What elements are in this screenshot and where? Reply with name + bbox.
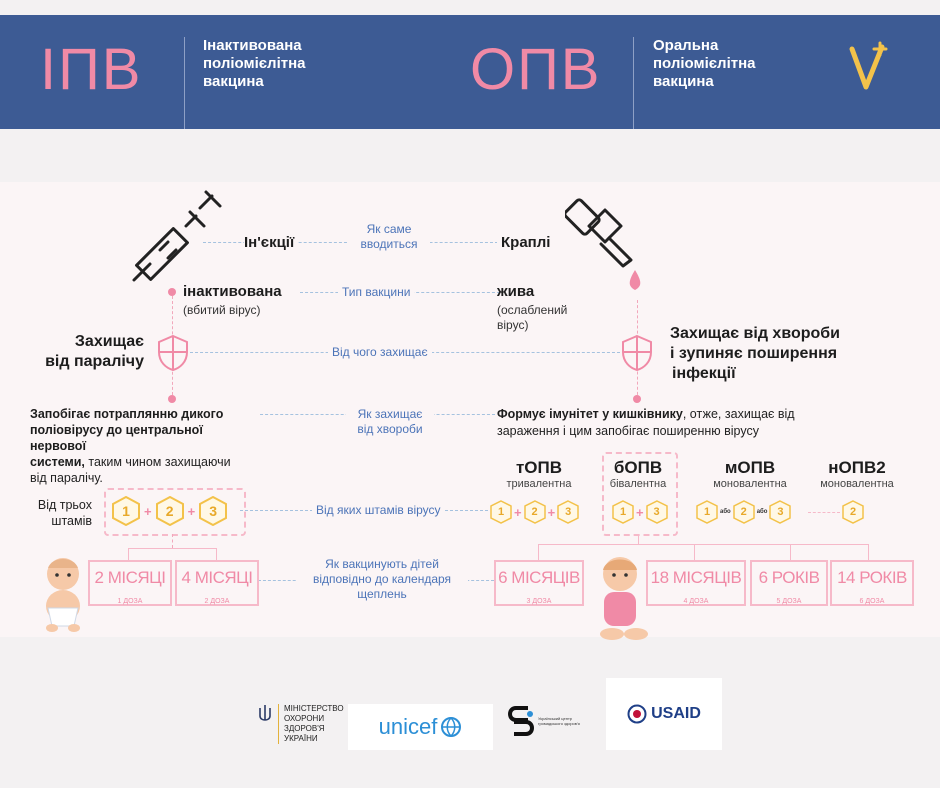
bopv-strains: 1 + 3	[612, 500, 668, 524]
cph-logo: Український центр громадського здоров'я	[508, 704, 588, 738]
header-divider	[184, 37, 185, 129]
strain-1-badge: 1	[696, 500, 718, 524]
usaid-logo: USAID	[606, 678, 722, 750]
plus-sign: +	[547, 504, 556, 520]
ipv-dose-1-label: 1 ДОЗА	[117, 598, 143, 605]
opv-tree-leg	[868, 544, 869, 560]
nopv2-title: нОПВ2 моновалентна	[820, 458, 894, 490]
strain-1-badge: 1	[112, 496, 140, 526]
cph-text: Український центр громадського здоров'я	[538, 716, 580, 726]
ipv-dose-2-label: 2 ДОЗА	[204, 598, 230, 605]
trident-icon	[259, 705, 271, 721]
ipv-how-dot	[168, 395, 176, 403]
opv-abbreviation: ОПВ	[470, 37, 602, 102]
usaid-seal-icon	[627, 704, 647, 724]
opv-how-dot	[633, 395, 641, 403]
topv-strains: 1 + 2 + 3	[490, 500, 579, 524]
opv-type: жива	[497, 283, 535, 300]
strain-2-badge: 2	[732, 500, 755, 524]
strain-3-badge: 3	[769, 500, 792, 524]
ipv-abbreviation: ІПВ	[40, 37, 143, 102]
ipv-type-sub: (вбитий вірус)	[183, 303, 261, 317]
ipv-tree-branch	[128, 548, 216, 549]
strain-2-badge: 2	[842, 500, 864, 524]
strain-3-badge: 3	[199, 496, 228, 526]
opv-tree-leg	[694, 544, 695, 560]
protects-row-label: Від чого захищає	[328, 345, 432, 360]
opv-admin-method: Краплі	[497, 234, 551, 251]
or-label: або	[756, 509, 768, 515]
ipv-dose-box-2: 4 МІСЯЦІ	[175, 560, 259, 606]
ipv-dose-box-1: 2 МІСЯЦІ	[88, 560, 172, 606]
strains-row-label: Від яких штамів вірусу	[312, 503, 445, 518]
type-row-label: Тип вакцини	[338, 285, 415, 300]
opv-how: Формує імунітет у кишківнику, отже, захи…	[497, 406, 795, 440]
mopv-strains: 1 або 2 або 3	[696, 500, 792, 524]
brand-logo-icon	[849, 41, 888, 90]
bopv-group	[602, 452, 678, 536]
ipv-type: інактивована	[183, 283, 282, 300]
opv-dose-box-5: 6 РОКІВ	[750, 560, 828, 606]
ipv-type-dot	[168, 288, 176, 296]
strain-3-badge: 3	[645, 500, 668, 524]
opv-dose-5-label: 5 ДОЗА	[776, 598, 802, 605]
strain-2-badge: 2	[155, 496, 184, 526]
dropper-icon	[565, 198, 641, 290]
toddler-illustration-icon	[600, 557, 648, 640]
cph-mark-icon	[508, 706, 534, 736]
ipv-tree-leg	[128, 548, 129, 560]
strain-3-badge: 3	[557, 500, 579, 524]
nopv2-strains: 2	[842, 500, 864, 524]
syringe-icon	[132, 190, 222, 282]
opv-dose-box-6: 14 РОКІВ	[830, 560, 914, 606]
bopv-title: бОПВ бівалентна	[609, 458, 667, 490]
opv-dose-box-4: 18 МІСЯЦІВ	[646, 560, 746, 606]
ipv-how: Запобігає потраплянню дикого поліовірусу…	[30, 406, 260, 486]
plus-sign: +	[636, 504, 644, 520]
opv-protects: Захищає від хвороби і зупиняє поширення …	[670, 325, 840, 382]
strain-1-badge: 1	[490, 500, 512, 524]
ipv-shield-icon	[158, 334, 188, 372]
plus-sign: +	[144, 503, 152, 519]
header-divider-2	[633, 37, 634, 129]
opv-tree-leg	[790, 544, 791, 560]
ipv-strain-numbers: 1 + 2 + 3	[112, 496, 228, 526]
opv-dose-4-label: 4 ДОЗА	[683, 598, 709, 605]
unicef-wordmark: unicef	[378, 714, 438, 739]
ipv-admin-method: Ін'єкції	[244, 234, 299, 251]
mopv-title: мОПВ моновалентна	[713, 458, 787, 490]
usaid-wordmark: USAID	[651, 705, 701, 722]
plus-sign: +	[514, 504, 522, 520]
ipv-tree-leg	[216, 548, 217, 560]
opv-dose-box-3: 6 МІСЯЦІВ	[494, 560, 584, 606]
or-label: або	[720, 509, 731, 515]
opv-tree-branch	[538, 544, 868, 545]
plus-sign: +	[187, 503, 196, 519]
opv-tree-stem	[638, 534, 639, 544]
ipv-strains-group	[104, 488, 246, 536]
nopv-connector	[808, 512, 840, 513]
unicef-globe-icon	[441, 717, 462, 738]
strain-2-badge: 2	[523, 500, 546, 524]
topv-title: тОПВ тривалентна	[506, 458, 572, 490]
unicef-logo: unicef	[348, 704, 493, 750]
opv-shield-icon	[622, 334, 652, 372]
strain-1-badge: 1	[612, 500, 634, 524]
opv-tree-leg	[538, 544, 539, 560]
ipv-tree-stem	[172, 534, 173, 548]
opv-dose-3-label: 3 ДОЗА	[526, 598, 552, 605]
opv-dose-6-label: 6 ДОЗА	[859, 598, 885, 605]
baby-illustration-icon	[46, 558, 80, 632]
